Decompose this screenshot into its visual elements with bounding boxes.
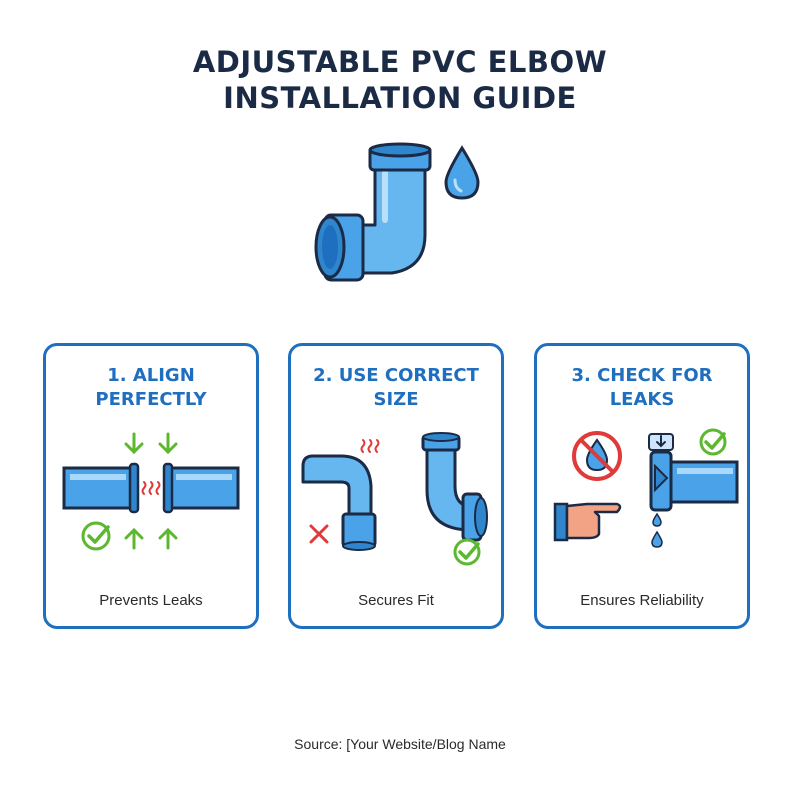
page-title-line2: INSTALLATION GUIDE xyxy=(223,81,577,115)
cross-icon xyxy=(309,524,329,544)
hero-elbow-illustration xyxy=(314,142,480,282)
heat-marks xyxy=(360,439,380,453)
arrow-icon xyxy=(124,432,178,455)
step-card-title: 2. USE CORRECT SIZE xyxy=(291,364,501,412)
step-card-size: 2. USE CORRECT SIZE Secures xyxy=(288,343,504,629)
page-title: ADJUSTABLE PVC ELBOW INSTALLATION GUIDE xyxy=(0,44,800,116)
align-illustration xyxy=(62,432,240,551)
step-title-line2: SIZE xyxy=(373,389,419,410)
no-water-icon xyxy=(572,431,622,481)
check-icon xyxy=(81,521,111,551)
step-title-line2: PERFECTLY xyxy=(95,389,207,410)
step-card-caption: Ensures Reliability xyxy=(580,592,704,609)
water-drop-icon xyxy=(444,145,480,200)
pvc-elbow-icon xyxy=(314,142,432,282)
size-illustration xyxy=(301,432,488,566)
step-title-line2: LEAKS xyxy=(609,389,675,410)
step-card-title: 3. CHECK FOR LEAKS xyxy=(537,364,747,412)
source-credit: Source: [Your Website/Blog Name xyxy=(294,736,506,752)
arrow-icon xyxy=(124,527,178,550)
step-card-align: 1. ALIGN PERFECTLY xyxy=(43,343,259,629)
page-title-line1: ADJUSTABLE PVC ELBOW xyxy=(192,45,608,79)
step-card-leaks: 3. CHECK FOR LEAKS xyxy=(534,343,750,629)
pipe-icon xyxy=(648,433,739,512)
pipe-icon xyxy=(62,462,240,514)
check-icon xyxy=(453,538,481,566)
leak-check-illustration xyxy=(553,428,739,548)
gap-marks xyxy=(141,481,161,495)
check-icon xyxy=(699,428,727,456)
step-card-caption: Prevents Leaks xyxy=(99,592,203,609)
step-title-line1: 3. CHECK FOR xyxy=(571,365,713,386)
pvc-elbow-icon xyxy=(301,454,377,551)
step-card-caption: Secures Fit xyxy=(358,592,434,609)
step-title-line1: 1. ALIGN xyxy=(107,365,195,386)
step-card-title: 1. ALIGN PERFECTLY xyxy=(46,364,256,412)
water-drop-icon xyxy=(651,512,663,548)
pointing-hand-icon xyxy=(553,502,622,542)
pvc-elbow-icon xyxy=(421,432,488,542)
step-title-line1: 2. USE CORRECT xyxy=(313,365,479,386)
